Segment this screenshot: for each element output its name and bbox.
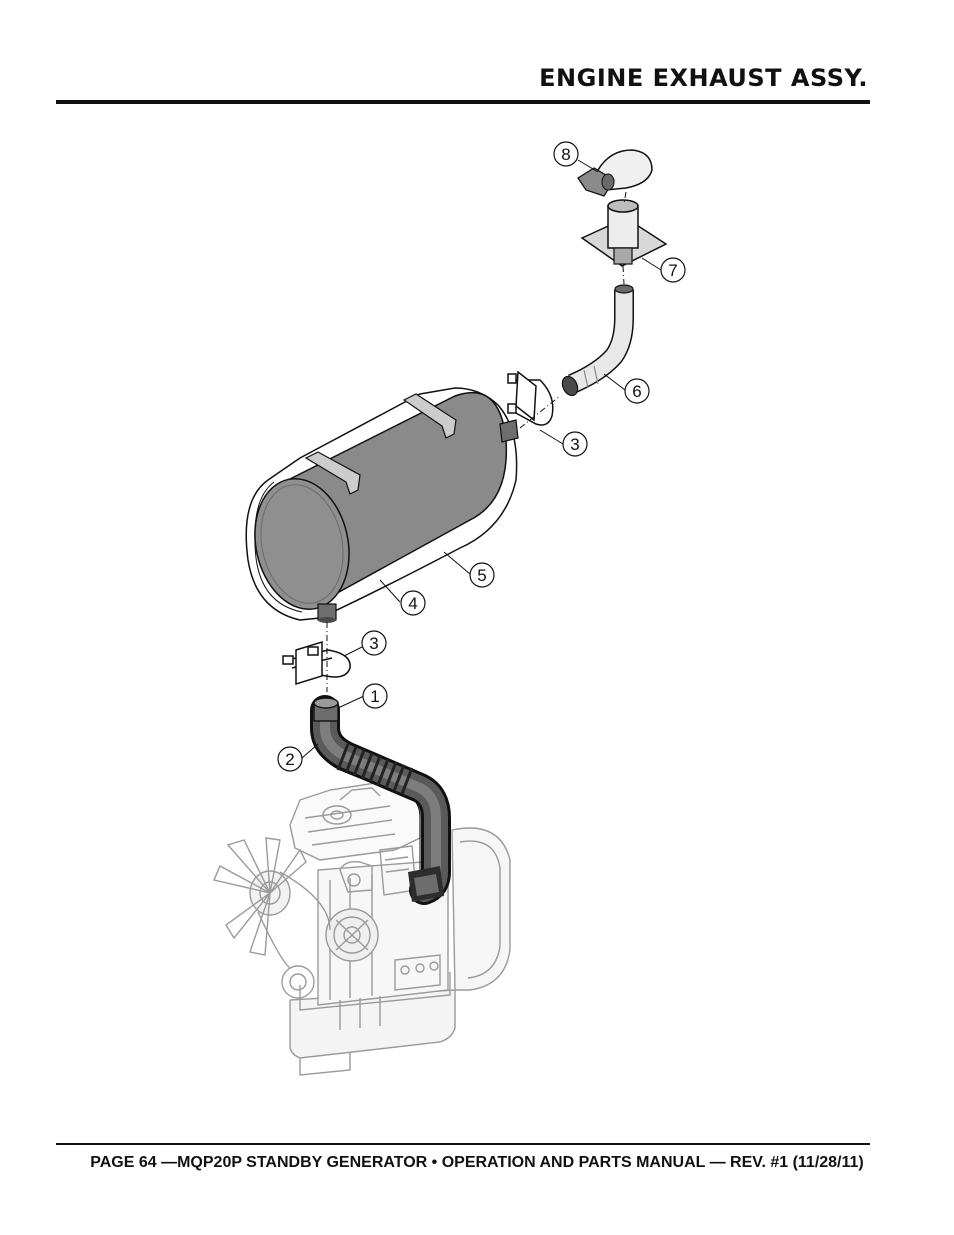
u-bolt-clamp-lower: [282, 640, 351, 686]
callout-5: 5: [469, 562, 495, 588]
svg-text:6: 6: [632, 382, 641, 401]
svg-text:2: 2: [285, 750, 294, 769]
pipe-sleeve: [313, 697, 339, 722]
page-title: ENGINE EXHAUST ASSY.: [539, 64, 868, 92]
header-rule: [56, 100, 870, 104]
svg-text:4: 4: [408, 594, 417, 613]
page-footer: PAGE 64 —MQP20P STANDBY GENERATOR • OPER…: [90, 1154, 864, 1171]
alignment-centerlines: [326, 191, 627, 692]
footer-rule: [56, 1143, 870, 1145]
svg-text:1: 1: [370, 687, 379, 706]
svg-text:3: 3: [369, 634, 378, 653]
engine-illustration: [213, 779, 511, 1076]
svg-text:7: 7: [668, 261, 677, 280]
callout-8: 8: [553, 141, 579, 167]
callout-2: 2: [277, 746, 303, 772]
muffler: [254, 391, 519, 623]
callout-3-lower: 3: [361, 630, 387, 656]
callout-6: 6: [624, 378, 650, 404]
rain-cap: [577, 149, 653, 197]
muffler-guard: [245, 387, 518, 621]
svg-text:5: 5: [477, 566, 486, 585]
outlet-flange: [580, 199, 668, 267]
callout-3-upper: 3: [562, 431, 588, 457]
exhaust-elbow-pipe: [561, 284, 634, 397]
exhaust-flex-pipe: [310, 695, 451, 905]
callout-1: 1: [362, 683, 388, 709]
svg-text:8: 8: [561, 145, 570, 164]
u-bolt-clamp-upper: [507, 370, 554, 426]
leader-lines: [301, 159, 662, 759]
callout-4: 4: [400, 590, 426, 616]
svg-text:3: 3: [570, 435, 579, 454]
callout-7: 7: [660, 257, 686, 283]
